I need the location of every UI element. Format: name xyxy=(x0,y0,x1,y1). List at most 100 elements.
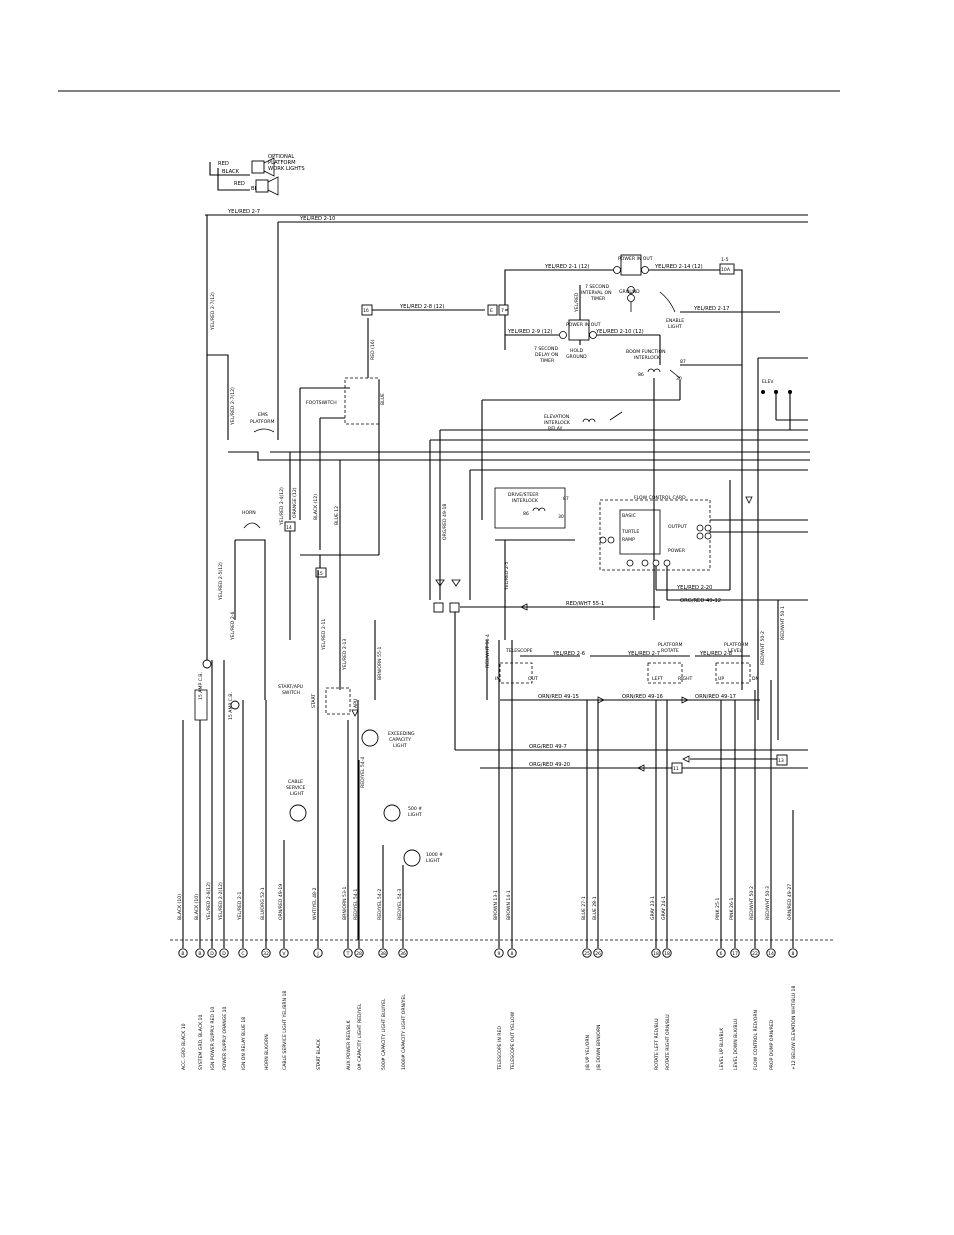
terminal-id: 26 xyxy=(595,951,601,957)
diode-49-17-icon xyxy=(681,696,689,704)
cable-2: SERVICE xyxy=(286,785,305,791)
bottom-wire-label: BLACK (10) xyxy=(194,894,200,920)
function-switches: RED/WHT 55-1 RED/WHT 50-4 TELESCOPE IN O… xyxy=(454,600,808,774)
level-label-2: LEVEL xyxy=(728,648,743,654)
tele-in: IN xyxy=(495,676,500,682)
delay-3: TIMER xyxy=(539,358,555,364)
wire-2-11-bottom: YEL/RED 2-11 xyxy=(321,619,327,651)
light-500-2: LIGHT xyxy=(408,812,422,818)
top-wire-2-10: YEL/RED 2-10 xyxy=(299,216,335,222)
terminal-pin xyxy=(354,948,364,958)
elev-relay-1: ELEVATION xyxy=(544,414,569,420)
footswitch-label: FOOTSWITCH xyxy=(306,400,337,406)
level-dn: DN xyxy=(752,676,759,682)
level-label-1: PLATFORM xyxy=(724,642,748,648)
red-16: RED (16) xyxy=(370,339,376,360)
terminal-description: IGN ON RELAY BLUE 18 xyxy=(241,1017,247,1070)
work-light-black-a: BLACK xyxy=(222,169,240,175)
flow-wire-49-12: ORG/RED 49-12 xyxy=(680,598,721,604)
light-1000-icon xyxy=(403,849,421,867)
drive-steer-interlock: DRIVE/STEER INTERLOCK 86 87 30 xyxy=(494,487,575,541)
boom-pin-87: 87 xyxy=(680,359,686,365)
boom-title-1: BOOM FUNCTION xyxy=(626,349,666,355)
exceeding-1: EXCEEDING xyxy=(388,731,415,737)
terminal-id: 18 xyxy=(653,951,659,957)
terminal-pin xyxy=(378,948,388,958)
bottom-wire-label: YEL/RED 2-2(12) xyxy=(218,882,224,921)
top-wire-2-7: YEL/RED 2-7 xyxy=(227,209,260,215)
level-switch-box xyxy=(715,662,751,684)
flow-turtle: TURTLE xyxy=(621,529,639,535)
terminal-pin xyxy=(651,948,661,958)
terminal-id: 25 xyxy=(584,951,590,957)
blue-12: BLUE 12 xyxy=(334,506,340,525)
bottom-wire-label: BLU/ORG 52-1 xyxy=(260,887,266,920)
bottom-wire-label: PINK 26-1 xyxy=(729,897,735,920)
terminal-description: HORN BLK/ORN xyxy=(264,1034,270,1070)
diode-49-20-icon xyxy=(637,764,645,772)
terminal-pin xyxy=(207,948,217,958)
wire-2-14-12: YEL/RED 2-14 (12) xyxy=(654,264,703,270)
cb-15a-1-icon xyxy=(202,659,212,669)
work-light-2-icon xyxy=(255,179,269,193)
bottom-wire-label: BLACK (10) xyxy=(177,894,183,920)
fuse-1-5-label: 1-5 xyxy=(721,257,729,263)
bottom-wire-label: RED/WHT 50-2 xyxy=(749,886,755,920)
terminal-id: D xyxy=(210,951,214,957)
horn-label: HORN xyxy=(242,510,256,516)
terminal-pin xyxy=(716,948,726,958)
power-in-out-top: POWER IN OUT xyxy=(618,256,653,262)
diode-55-icon xyxy=(520,603,528,611)
ground-top: GROUND xyxy=(619,289,640,295)
red-yel-54-4: RED/YEL 54-4 xyxy=(360,757,366,788)
bottom-wire-label: BROWN 13-1 xyxy=(493,890,499,920)
connector-a-box xyxy=(433,602,444,613)
brn-orn-55-1: BRN/ORN 55-1 xyxy=(377,646,383,680)
hold-ground-2: GROUND xyxy=(566,354,587,360)
work-lamp-2-icon xyxy=(267,176,279,196)
wire-2-1-12: YEL/RED 2-1 (12) xyxy=(544,264,589,270)
terminal-id: 36 xyxy=(400,951,406,957)
exceeding-2: CAPACITY xyxy=(389,737,411,743)
cable-service-light-icon xyxy=(289,804,307,822)
red-wht-50-1: RED/WHT 50-1 xyxy=(780,606,786,640)
bottom-wire-label: ORN/RED 49-27 xyxy=(787,884,793,920)
interval-2: INTERVAL ON xyxy=(581,290,612,296)
start-apu-switch-box xyxy=(325,687,351,715)
bottom-wire-label: BLUE 27-1 xyxy=(581,896,587,920)
terminal-id: J xyxy=(316,951,318,957)
terminal-pin xyxy=(343,948,353,958)
boom-title-2: INTERLOCK xyxy=(634,355,661,361)
diode-2-icon xyxy=(451,579,461,587)
flow-ramp: RAMP xyxy=(622,537,635,543)
hold-ground-1: HOLD xyxy=(570,348,584,354)
bottom-wire-label: RED/YEL 54-3 xyxy=(397,889,403,920)
terminal-id: 18 xyxy=(664,951,670,957)
terminal-description: 500# CAPACITY LIGHT BLU/YEL xyxy=(381,998,387,1070)
org-red-49-18: ORG/RED 49-18 xyxy=(442,504,448,540)
drive-pin-30: 30 xyxy=(558,514,564,520)
cb-15a-1: 15 AMP C.B. xyxy=(198,672,204,700)
black-12: BLACK (12) xyxy=(313,494,319,520)
terminal-id: 17 xyxy=(732,951,738,957)
rotate-left: LEFT xyxy=(652,676,663,682)
top-bus: YEL/RED 2-7 YEL/RED 2-10 YEL/RED 2-7(12)… xyxy=(205,209,808,660)
terminal-id: 38 xyxy=(380,951,386,957)
enable-light-2: LIGHT xyxy=(668,324,682,330)
cb-15a-2-icon xyxy=(230,700,240,710)
terminal-pin xyxy=(593,948,603,958)
terminal-id: 8 xyxy=(511,951,514,957)
cable-1: CABLE xyxy=(288,779,303,785)
org-red-49-16: ORN/RED 49-16 xyxy=(622,694,663,700)
wire-2-13-bottom: YEL/RED 2-13 xyxy=(342,639,348,671)
terminal-id: 6 xyxy=(720,951,723,957)
exceeding-3: LIGHT xyxy=(393,743,407,749)
power-in-out-bottom: POWER IN OUT xyxy=(566,322,601,328)
flow-basic: BASIC xyxy=(622,513,636,519)
terminal-id: T xyxy=(346,951,350,957)
terminal-description: POWER SUPPLY ORANGE 10 xyxy=(222,1006,228,1070)
org-red-49-17: ORN/RED 49-17 xyxy=(695,694,736,700)
rotate-right: RIGHT xyxy=(678,676,693,682)
